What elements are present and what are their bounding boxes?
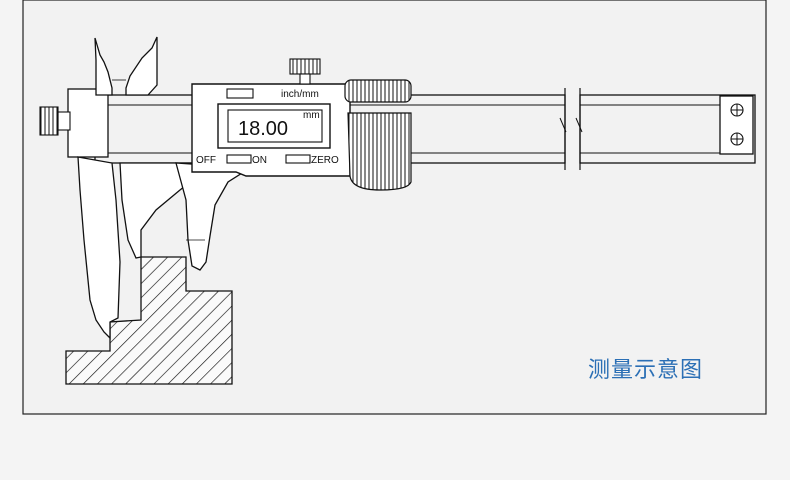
knurled-roller-icon: [347, 112, 412, 191]
mode-label: inch/mm: [281, 89, 319, 100]
on-label: ON: [252, 155, 267, 166]
thumb-wheel-icon: [39, 106, 59, 136]
upper-jaws: [94, 36, 158, 96]
lock-screw-icon: [289, 58, 321, 75]
off-label: OFF: [196, 155, 216, 166]
zero-label: ZERO: [311, 155, 339, 166]
sliding-body: [191, 58, 412, 191]
mode-button[interactable]: [226, 88, 254, 99]
lcd-unit: mm: [303, 110, 320, 121]
lower-jaws: [77, 156, 253, 340]
on-off-button[interactable]: [226, 154, 252, 164]
lcd-reading: 18.00: [238, 118, 288, 140]
diagram-caption: 测量示意图: [588, 358, 704, 383]
zero-button[interactable]: [285, 154, 311, 164]
knurl-top-icon: [344, 79, 412, 103]
caliper-fixed-head: [39, 88, 109, 158]
